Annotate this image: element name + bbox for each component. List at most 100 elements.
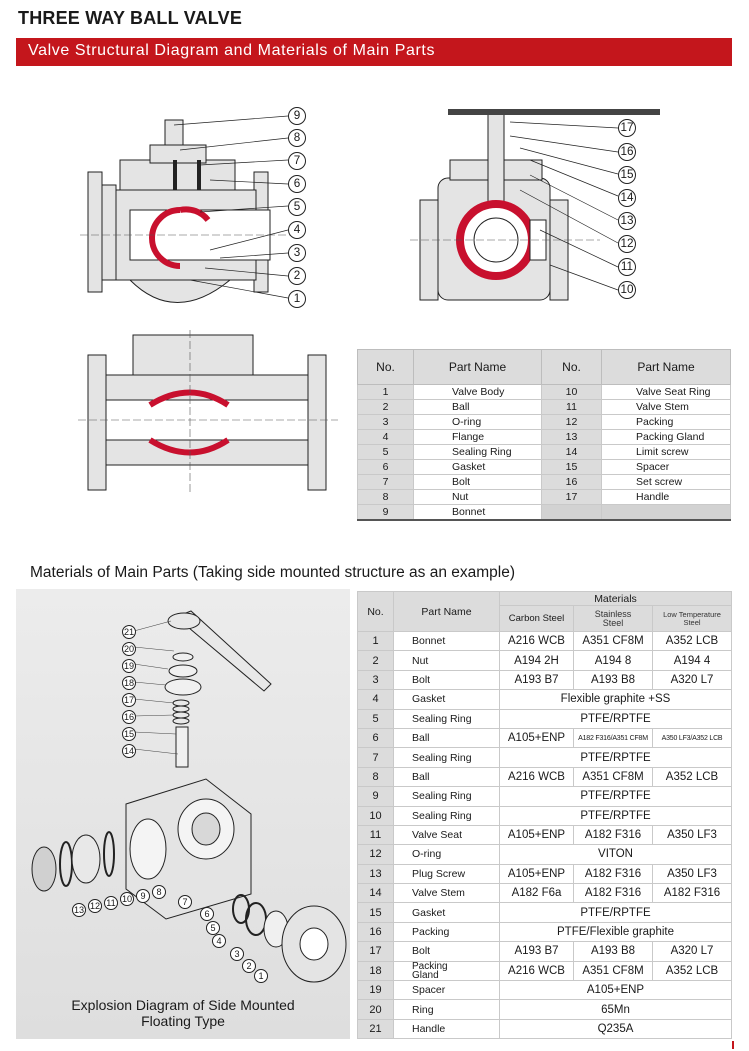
materials-header-carbon-steel: Carbon Steel bbox=[499, 605, 574, 632]
parts-no-cell: 16 bbox=[541, 474, 602, 490]
parts-name-cell: Sealing Ring bbox=[413, 444, 542, 460]
materials-part-cell: Spacer bbox=[393, 980, 500, 1001]
callout-number: 16 bbox=[618, 143, 636, 161]
callout-number: 15 bbox=[618, 166, 636, 184]
materials-value-cell: A193 B7 bbox=[499, 941, 574, 962]
materials-no-cell: 9 bbox=[357, 786, 394, 807]
parts-no-cell: 1 bbox=[357, 384, 414, 400]
materials-value-cell: A350 LF3/A352 LCB bbox=[652, 727, 732, 749]
parts-name-cell: Spacer bbox=[601, 459, 731, 475]
materials-no-cell: 20 bbox=[357, 999, 394, 1020]
parts-no-cell: 13 bbox=[541, 429, 602, 445]
parts-header-name-2: Part Name bbox=[601, 349, 731, 385]
callout-number: 19 bbox=[122, 659, 136, 673]
callout-number: 2 bbox=[288, 267, 306, 285]
parts-name-cell: Valve Stem bbox=[601, 399, 731, 415]
materials-value-cell: A193 B7 bbox=[499, 669, 574, 691]
parts-header-no-1: No. bbox=[357, 349, 414, 385]
callout-number: 14 bbox=[122, 744, 136, 758]
materials-no-cell: 7 bbox=[357, 747, 394, 768]
callout-number: 10 bbox=[120, 892, 134, 906]
materials-part-cell: Sealing Ring bbox=[393, 747, 500, 768]
callout-number: 5 bbox=[288, 198, 306, 216]
valve-section-diagram-side bbox=[80, 115, 300, 303]
materials-value-cell: A182 F316 bbox=[652, 883, 732, 904]
page-title: THREE WAY BALL VALVE bbox=[18, 8, 243, 28]
callout-number: 5 bbox=[206, 921, 220, 935]
callout-number: 7 bbox=[288, 152, 306, 170]
materials-header-part-name: Part Name bbox=[393, 591, 500, 632]
materials-span-cell: PTFE/RPTFE bbox=[499, 805, 732, 826]
materials-no-cell: 3 bbox=[357, 669, 394, 691]
valve-section-diagram-front bbox=[410, 109, 660, 301]
parts-name-cell: Flange bbox=[413, 429, 542, 445]
materials-header-stainless-line2: Steel bbox=[602, 617, 624, 628]
callout-number: 17 bbox=[618, 119, 636, 137]
materials-span-cell: VITON bbox=[499, 844, 732, 865]
materials-part-cell: Bolt bbox=[393, 669, 500, 691]
callout-number: 20 bbox=[122, 642, 136, 656]
materials-part-cell: Sealing Ring bbox=[393, 805, 500, 826]
materials-value-cell: A182 F316/A351 CF8M bbox=[573, 727, 653, 749]
materials-value-cell: A320 L7 bbox=[652, 941, 732, 962]
callout-number: 18 bbox=[122, 676, 136, 690]
materials-no-cell: 18 bbox=[357, 960, 394, 982]
materials-table: No. Part Name Materials Carbon Steel Sta… bbox=[357, 591, 732, 1040]
materials-no-cell: 14 bbox=[357, 883, 394, 904]
parts-name-cell: Packing bbox=[601, 414, 731, 430]
parts-name-cell: Ball bbox=[413, 399, 542, 415]
materials-part-cell: O-ring bbox=[393, 844, 500, 865]
materials-no-cell: 17 bbox=[357, 941, 394, 962]
parts-no-cell: 6 bbox=[357, 459, 414, 475]
materials-value-cell: A350 LF3 bbox=[652, 863, 732, 885]
materials-value-cell: A216 WCB bbox=[499, 766, 574, 788]
materials-no-cell: 15 bbox=[357, 902, 394, 923]
callout-number: 8 bbox=[152, 885, 166, 899]
materials-no-cell: 4 bbox=[357, 689, 394, 710]
materials-header-lowtemp-line1: Low Temperature bbox=[663, 609, 721, 619]
materials-header-stainless-steel: Stainless Steel bbox=[573, 605, 653, 632]
callout-number: 1 bbox=[288, 290, 306, 308]
materials-no-cell: 6 bbox=[357, 727, 394, 749]
materials-part-cell: Bonnet bbox=[393, 630, 500, 652]
parts-name-cell bbox=[601, 504, 731, 521]
materials-no-cell: 21 bbox=[357, 1018, 394, 1040]
materials-section-title: Materials of Main Parts (Taking side mou… bbox=[30, 564, 516, 581]
materials-value-cell: A216 WCB bbox=[499, 630, 574, 652]
parts-name-cell: Valve Body bbox=[413, 384, 542, 400]
parts-name-cell: Packing Gland bbox=[601, 429, 731, 445]
callout-number: 9 bbox=[136, 889, 150, 903]
materials-value-cell: A194 8 bbox=[573, 650, 653, 671]
parts-no-cell bbox=[541, 504, 602, 521]
materials-span-cell: PTFE/RPTFE bbox=[499, 708, 732, 729]
materials-no-cell: 1 bbox=[357, 630, 394, 652]
materials-value-cell: A105+ENP bbox=[499, 824, 574, 846]
parts-no-cell: 7 bbox=[357, 474, 414, 490]
materials-no-cell: 19 bbox=[357, 980, 394, 1001]
materials-value-cell: A193 B8 bbox=[573, 669, 653, 691]
materials-part-cell: Valve Stem bbox=[393, 883, 500, 904]
materials-value-cell: A352 LCB bbox=[652, 960, 732, 982]
materials-value-cell: A194 2H bbox=[499, 650, 574, 671]
parts-no-cell: 14 bbox=[541, 444, 602, 460]
materials-header-stainless-line1: Stainless bbox=[594, 608, 632, 619]
callout-number: 11 bbox=[104, 896, 118, 910]
callout-number: 12 bbox=[88, 899, 102, 913]
materials-span-cell: A105+ENP bbox=[499, 980, 732, 1001]
materials-header-no: No. bbox=[357, 591, 394, 632]
materials-value-cell: A320 L7 bbox=[652, 669, 732, 691]
